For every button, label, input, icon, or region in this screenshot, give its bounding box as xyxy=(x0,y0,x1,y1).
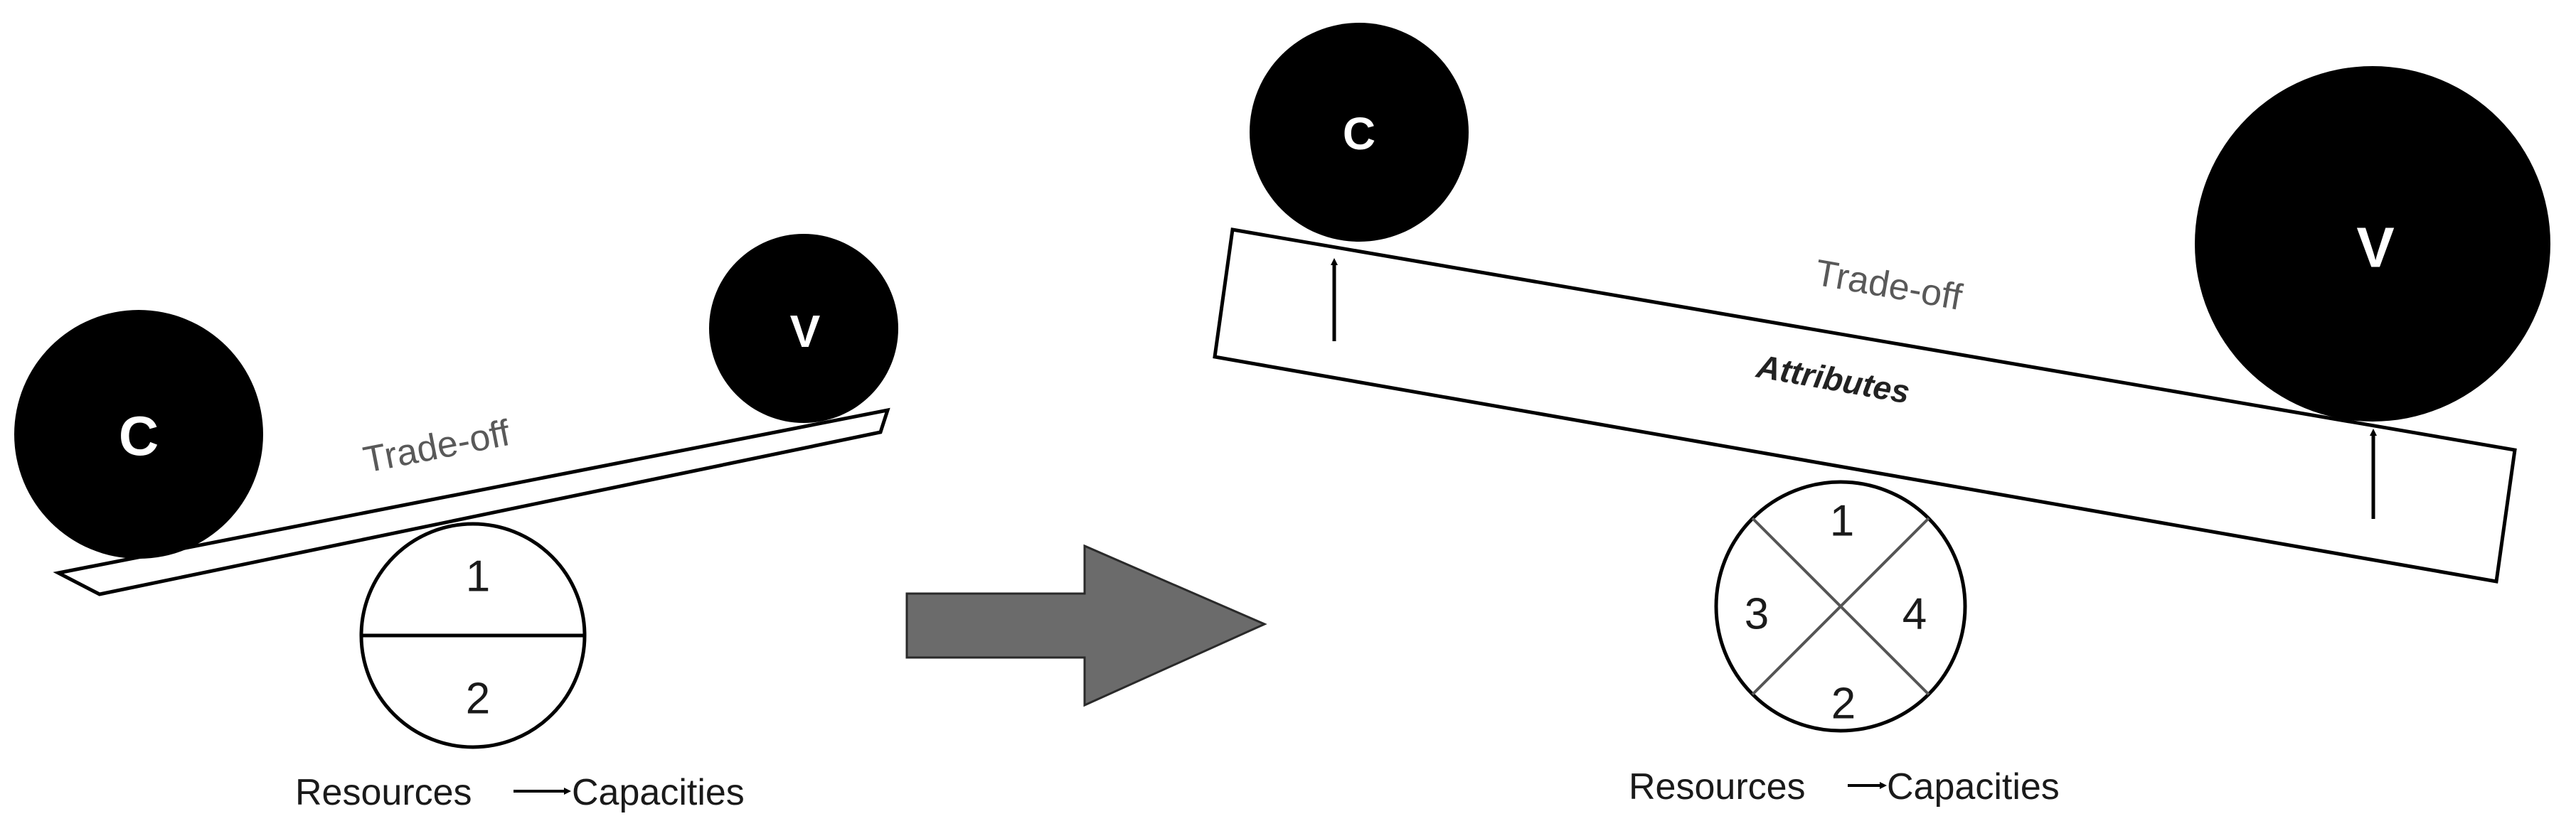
left-caption: Resources Capacities xyxy=(295,772,745,813)
right-fulcrum-top-number: 1 xyxy=(1830,497,1854,546)
left-ball-c-label: C xyxy=(119,404,159,467)
left-ball-v: V xyxy=(709,234,898,423)
left-fulcrum: 1 2 xyxy=(359,522,587,749)
right-seesaw-beam xyxy=(1213,227,2517,584)
right-tradeoff-label: Trade-off xyxy=(1812,252,1966,318)
left-fulcrum-top-number: 1 xyxy=(466,552,490,601)
left-ball-c: C xyxy=(14,310,263,559)
right-panel: 1 2 3 4 C V Trade-off Attributes Resourc… xyxy=(1213,23,2550,808)
right-fulcrum-right-number: 4 xyxy=(1902,590,1927,639)
transition-arrow xyxy=(905,544,1267,707)
right-caption-capacities: Capacities xyxy=(1887,766,2060,808)
right-ball-v: V xyxy=(2195,66,2550,422)
left-fulcrum-bottom-number: 2 xyxy=(466,675,490,724)
right-fulcrum-bottom-number: 2 xyxy=(1831,680,1856,729)
left-tradeoff-label: Trade-off xyxy=(360,412,513,481)
right-ball-c-label: C xyxy=(1343,108,1375,159)
right-ball-c: C xyxy=(1250,23,1469,242)
left-caption-resources: Resources xyxy=(295,772,472,813)
right-caption: Resources Capacities xyxy=(1629,766,2060,808)
right-ball-v-label: V xyxy=(2356,216,2394,279)
right-fulcrum: 1 2 3 4 xyxy=(1714,480,1967,733)
right-caption-resources: Resources xyxy=(1629,766,1806,808)
left-caption-capacities: Capacities xyxy=(572,772,745,813)
left-seesaw-beam xyxy=(53,407,890,596)
left-panel: 1 2 C V Trade-off Resources Capacities xyxy=(14,234,898,813)
right-fulcrum-left-number: 3 xyxy=(1745,590,1769,639)
left-ball-v-label: V xyxy=(790,306,821,357)
